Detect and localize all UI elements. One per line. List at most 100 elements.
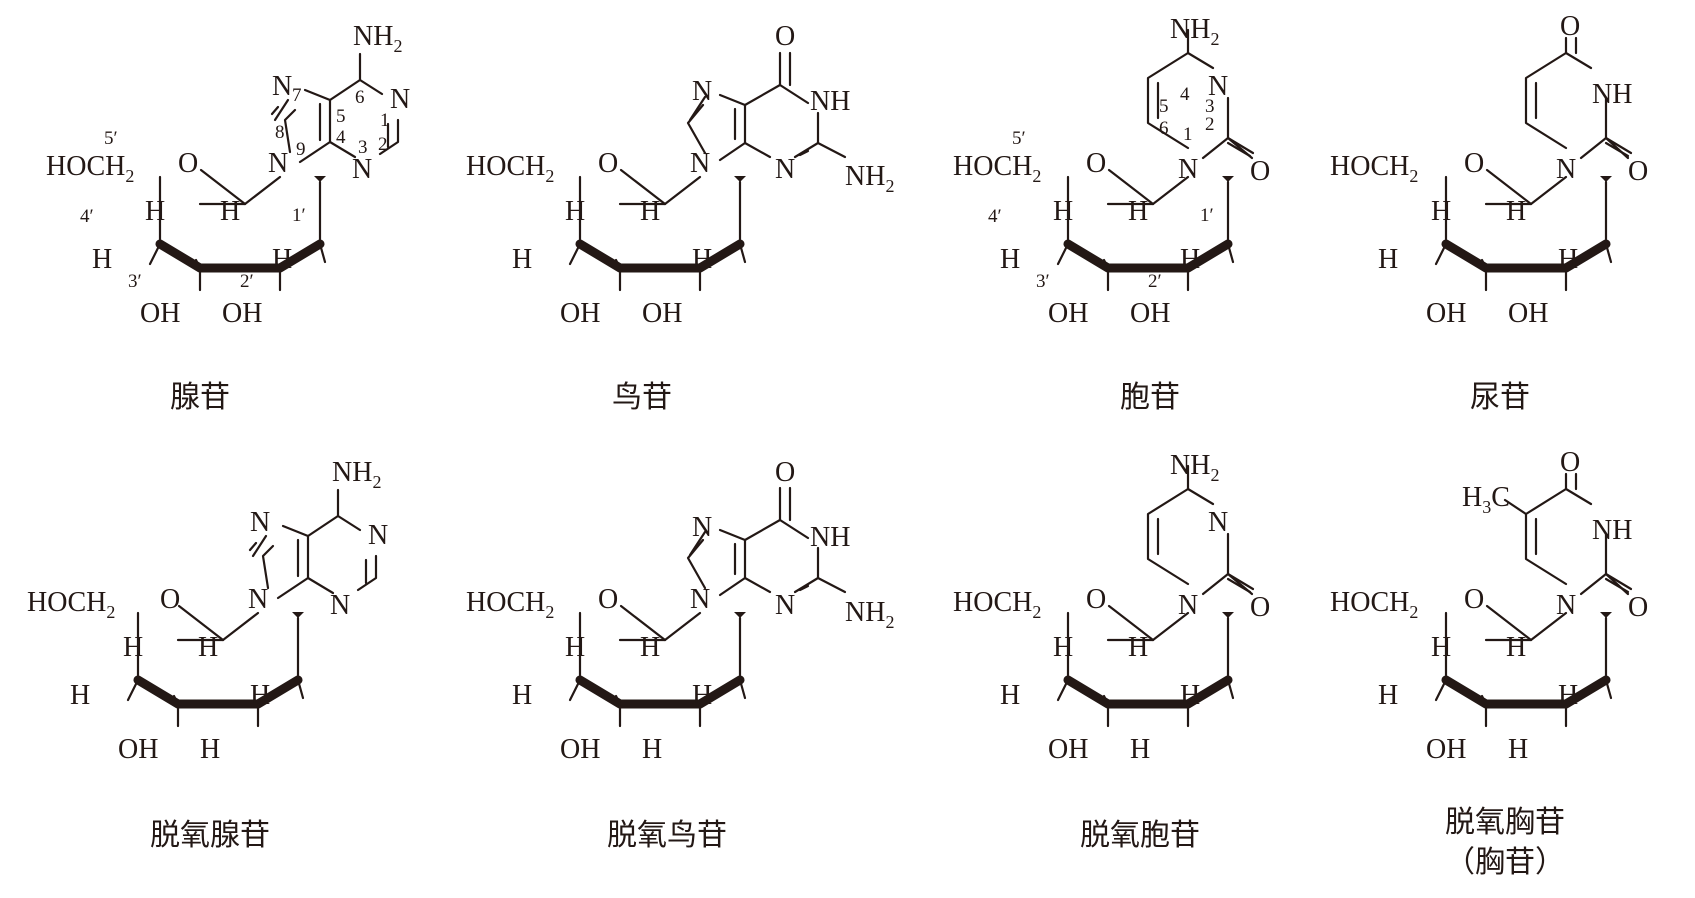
caption-uridine: 尿苷 — [1470, 380, 1530, 415]
carbonyl-oxygen: O — [1560, 11, 1580, 42]
hoch2-label: HOCH2 — [466, 587, 554, 622]
ring-number: 1′ — [292, 205, 306, 226]
ring-number: 4 — [1180, 84, 1190, 105]
n9-atom: N — [248, 584, 268, 615]
n1-atom: N — [390, 84, 410, 115]
carbonyl-oxygen: O — [775, 457, 795, 488]
caption-deoxythymidine: 脱氧胸苷 — [1445, 805, 1565, 840]
n9-atom: N — [268, 148, 288, 179]
amino-label: NH2 — [1170, 14, 1219, 49]
structure-deoxyguanosine: HOCH2 O N N N NH O NH2 H H H H OH H 脱氧鸟苷 — [466, 457, 894, 853]
oh-2-label: OH — [1130, 298, 1170, 329]
h-atom: H — [640, 196, 660, 227]
n1h-atom: NH — [810, 522, 850, 553]
carbonyl-oxygen: O — [1628, 156, 1648, 187]
h-atom: H — [1180, 680, 1200, 711]
caption-deoxyguanosine: 脱氧鸟苷 — [607, 818, 727, 853]
structure-guanosine: HOCH2 O N N N NH O NH2 H H H H OH OH 鸟苷 — [466, 21, 894, 415]
structure-deoxycytidine: HOCH2 O N N O NH2 H H H H OH H 脱氧胞苷 — [953, 450, 1270, 853]
n1-atom: N — [368, 520, 388, 551]
ring-number: 6 — [355, 87, 365, 108]
ring-oxygen: O — [1086, 584, 1106, 615]
caption-guanosine: 鸟苷 — [612, 380, 672, 415]
h-atom: H — [692, 244, 712, 275]
h-atom: H — [1053, 632, 1073, 663]
h-atom: H — [692, 680, 712, 711]
ring-number: 3′ — [1036, 271, 1050, 292]
ring-number: 9 — [296, 139, 306, 160]
h-atom: H — [1053, 196, 1073, 227]
hoch2-label: HOCH2 — [466, 151, 554, 186]
h-atom: H — [1378, 244, 1398, 275]
h-atom: H — [1558, 680, 1578, 711]
ring-number: 5′ — [104, 128, 118, 149]
oh-3-label: OH — [140, 298, 180, 329]
ring-oxygen: O — [1464, 148, 1484, 179]
n3-atom: N — [352, 154, 372, 185]
h-atom: H — [1431, 196, 1451, 227]
n3h-atom: NH — [1592, 79, 1632, 110]
ring-oxygen: O — [160, 584, 180, 615]
n3-atom: N — [1208, 507, 1228, 538]
carbonyl-oxygen: O — [1250, 156, 1270, 187]
ring-oxygen: O — [178, 148, 198, 179]
h-atom: H — [512, 244, 532, 275]
ring-oxygen: O — [1464, 584, 1484, 615]
amino-label: NH2 — [332, 457, 381, 492]
amino-label: NH2 — [353, 21, 402, 56]
n1-atom: N — [1178, 154, 1198, 185]
caption-deoxyadenosine: 脱氧腺苷 — [150, 818, 270, 853]
h-atom: H — [123, 632, 143, 663]
ring-number: 1 — [1183, 124, 1193, 145]
carbonyl-oxygen: O — [1628, 592, 1648, 623]
n1-atom: N — [1556, 590, 1576, 621]
n1-atom: N — [1556, 154, 1576, 185]
ring-number: 5′ — [1012, 128, 1026, 149]
ring-number: 3′ — [128, 271, 142, 292]
h-2-atom: H — [1130, 734, 1150, 765]
ring-number: 5 — [1159, 96, 1169, 117]
n3-atom: N — [1208, 71, 1228, 102]
structure-deoxyadenosine: HOCH2 O N N N N NH2 H H H H OH H 脱氧腺苷 — [27, 457, 388, 853]
n3-atom: N — [775, 590, 795, 621]
h-atom: H — [92, 244, 112, 275]
n3-atom: N — [775, 154, 795, 185]
methyl-label: H3C — [1462, 482, 1510, 517]
h-atom: H — [250, 680, 270, 711]
h-2-atom: H — [200, 734, 220, 765]
ring-number: 4′ — [80, 206, 94, 227]
oh-3-label: OH — [560, 298, 600, 329]
hoch2-label: HOCH2 — [1330, 587, 1418, 622]
amino-label: NH2 — [845, 161, 894, 196]
h-atom: H — [1558, 244, 1578, 275]
h-atom: H — [1506, 196, 1526, 227]
amino-label: NH2 — [845, 597, 894, 632]
ring-number: 4 — [336, 127, 346, 148]
ring-number: 8 — [275, 122, 285, 143]
oh-3-label: OH — [1426, 298, 1466, 329]
h-atom: H — [565, 196, 585, 227]
n7-atom: N — [692, 512, 712, 543]
h-atom: H — [70, 680, 90, 711]
oh-2-label: OH — [642, 298, 682, 329]
n3h-atom: NH — [1592, 515, 1632, 546]
n9-atom: N — [690, 148, 710, 179]
hoch2-label: HOCH2 — [46, 151, 134, 186]
h-atom: H — [1431, 632, 1451, 663]
ring-number: 2′ — [240, 271, 254, 292]
ring-number: 3 — [1205, 96, 1215, 117]
h-atom: H — [640, 632, 660, 663]
hoch2-label: HOCH2 — [953, 151, 1041, 186]
amino-label: NH2 — [1170, 450, 1219, 485]
ring-number: 7 — [292, 85, 302, 106]
ring-number: 2 — [1205, 114, 1215, 135]
oh-3-label: OH — [1426, 734, 1466, 765]
h-atom: H — [1378, 680, 1398, 711]
ring-number: 4′ — [988, 206, 1002, 227]
structure-deoxythymidine: H3C HOCH2 O N NH O O H H H H OH H 脱氧胸苷 （… — [1330, 447, 1648, 880]
h-2-atom: H — [642, 734, 662, 765]
ring-number: 2′ — [1148, 271, 1162, 292]
oh-3-label: OH — [560, 734, 600, 765]
h-atom: H — [1000, 680, 1020, 711]
n9-atom: N — [690, 584, 710, 615]
